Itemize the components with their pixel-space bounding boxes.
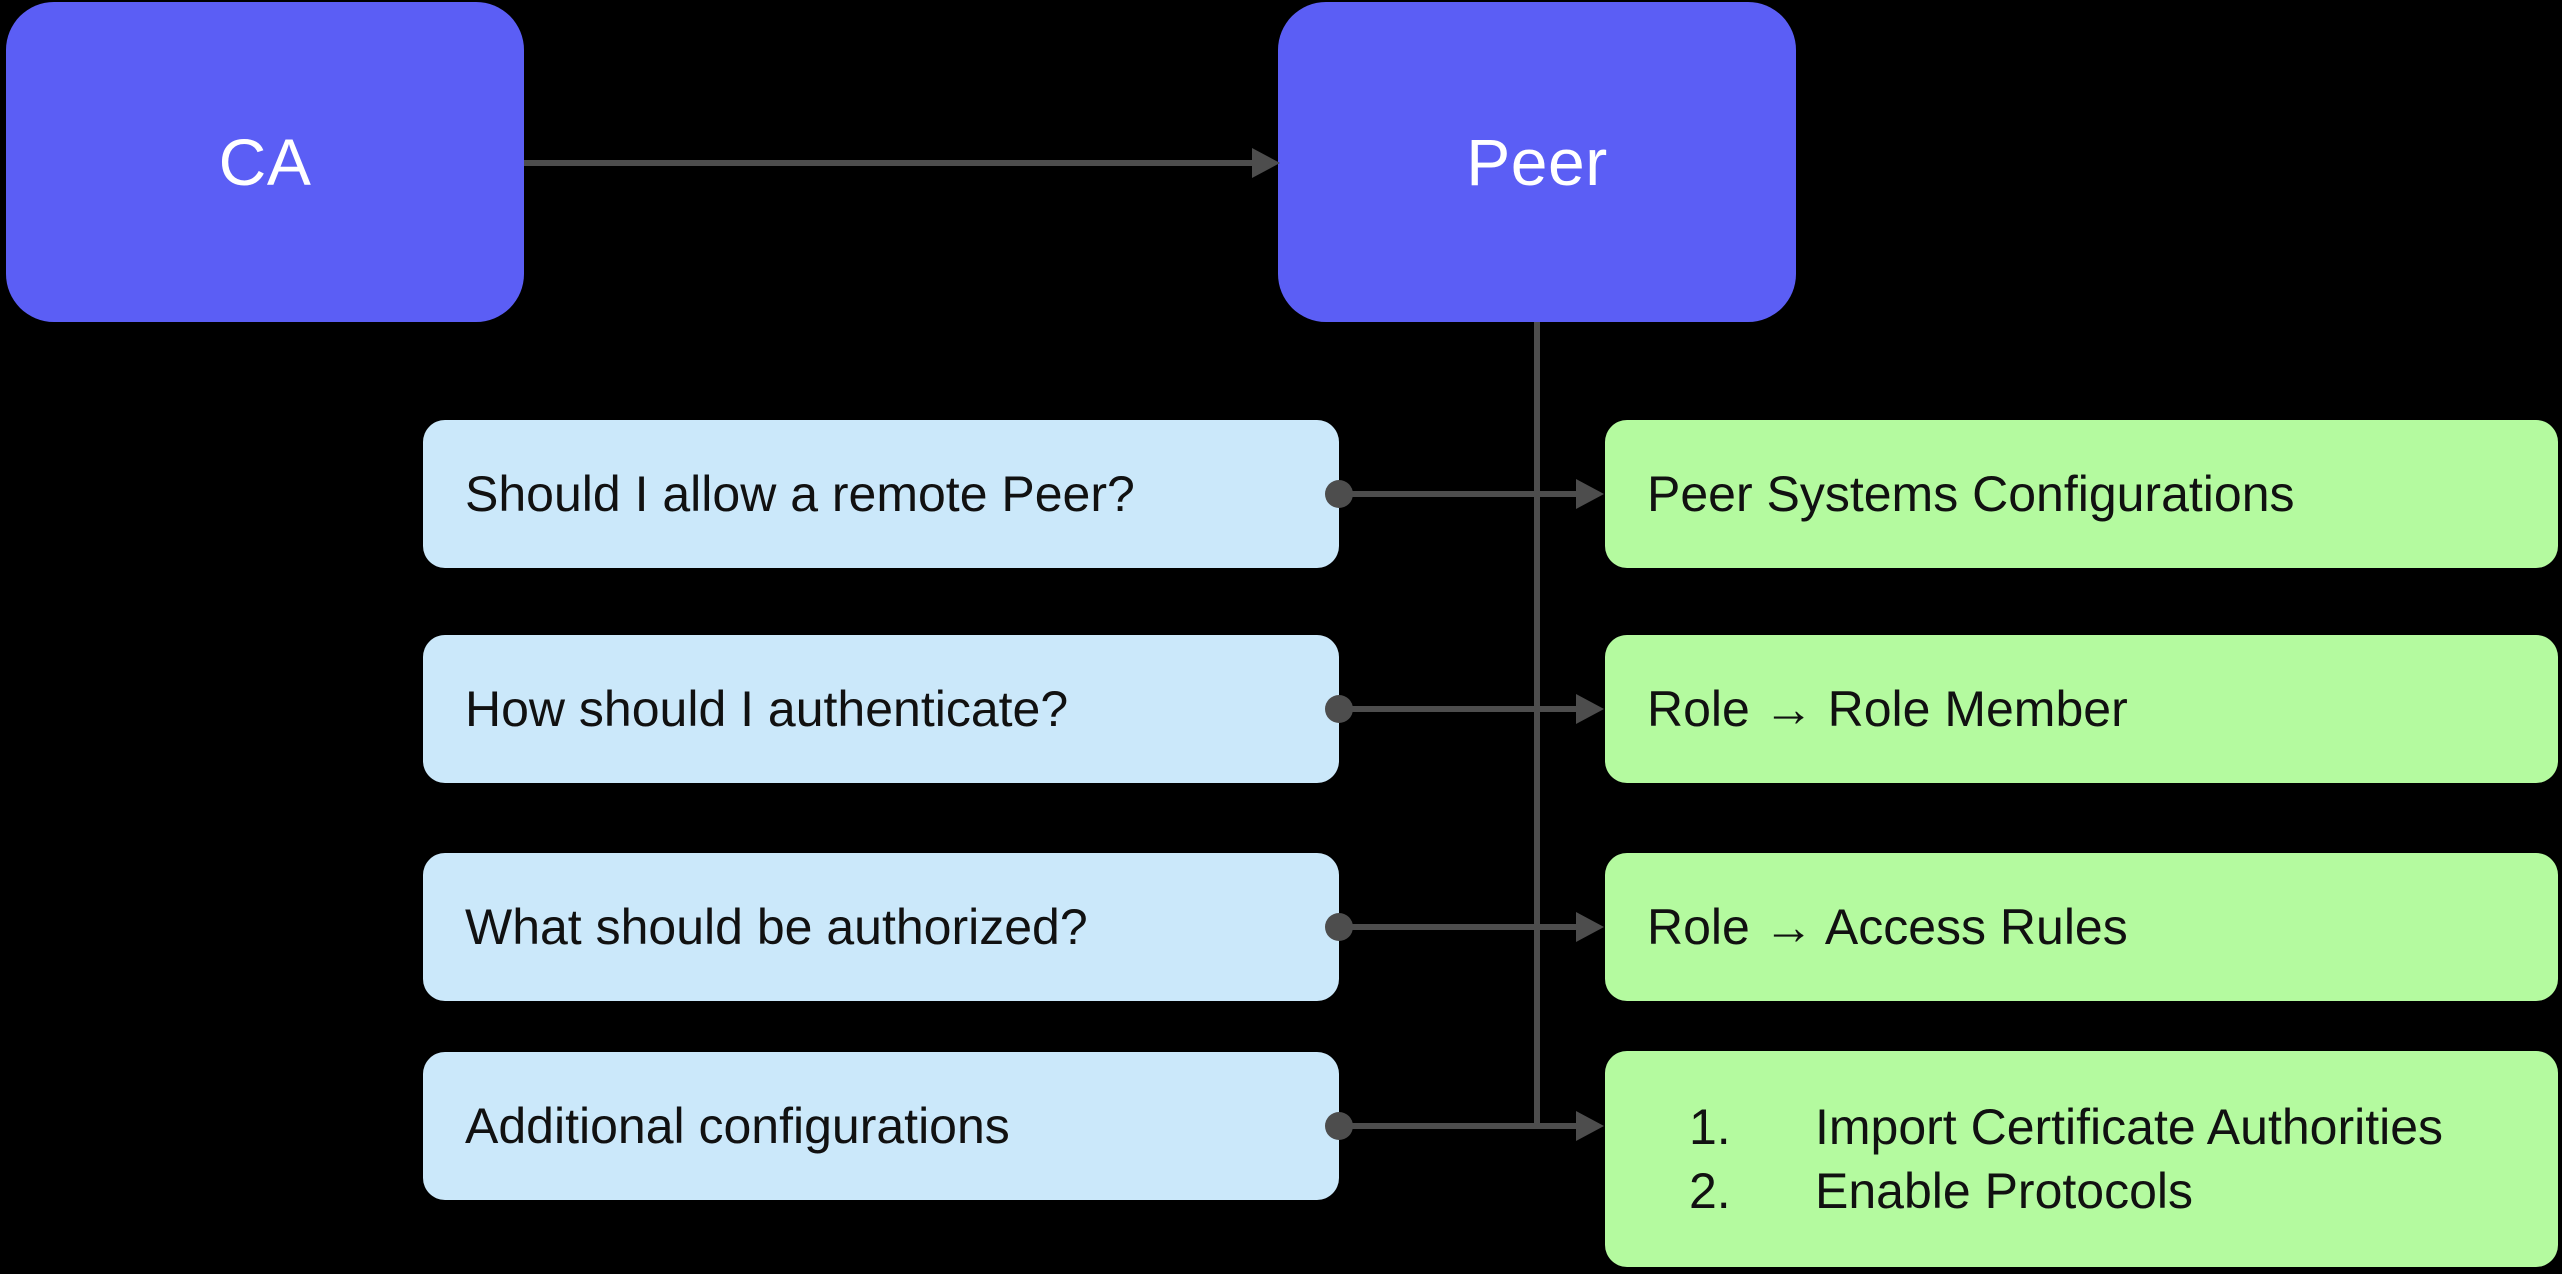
connector-line xyxy=(1339,1123,1579,1129)
node-ca: CA xyxy=(6,2,524,322)
question-label: Should I allow a remote Peer? xyxy=(465,466,1135,522)
arrowhead-icon xyxy=(1576,912,1604,942)
answer-box-4: 1. Import Certificate Authorities 2. Ena… xyxy=(1605,1051,2558,1267)
answer-box-2: Role → Role Member xyxy=(1605,635,2558,783)
connector-line xyxy=(1339,706,1579,712)
arrowhead-icon xyxy=(1576,479,1604,509)
list-marker: 1. xyxy=(1689,1099,1731,1155)
arrowhead-icon xyxy=(1252,148,1280,178)
connector-line xyxy=(1339,924,1579,930)
answer-label: Peer Systems Configurations xyxy=(1647,466,2295,522)
node-ca-label: CA xyxy=(218,125,312,199)
question-label: Additional configurations xyxy=(465,1098,1010,1154)
answer-label: Role → Role Member xyxy=(1647,681,2128,737)
connector-line-ca-peer xyxy=(524,160,1254,166)
question-box-1: Should I allow a remote Peer? xyxy=(423,420,1339,568)
question-box-2: How should I authenticate? xyxy=(423,635,1339,783)
list-item-label: Import Certificate Authorities xyxy=(1815,1099,2444,1155)
node-peer: Peer xyxy=(1278,2,1796,322)
list-item-label: Enable Protocols xyxy=(1815,1163,2194,1219)
question-box-3: What should be authorized? xyxy=(423,853,1339,1001)
connector-line xyxy=(1339,491,1579,497)
list-item: 2. Enable Protocols xyxy=(1605,1159,2558,1223)
list-item: 1. Import Certificate Authorities xyxy=(1605,1095,2558,1159)
arrowhead-icon xyxy=(1576,1111,1604,1141)
question-box-4: Additional configurations xyxy=(423,1052,1339,1200)
arrowhead-icon xyxy=(1576,694,1604,724)
answer-box-3: Role → Access Rules xyxy=(1605,853,2558,1001)
list-marker: 2. xyxy=(1689,1163,1731,1219)
node-peer-label: Peer xyxy=(1466,125,1608,199)
question-label: How should I authenticate? xyxy=(465,681,1069,737)
question-label: What should be authorized? xyxy=(465,899,1088,955)
answer-box-1: Peer Systems Configurations xyxy=(1605,420,2558,568)
answer-label: Role → Access Rules xyxy=(1647,899,2128,955)
trunk-line xyxy=(1534,322,1540,1129)
